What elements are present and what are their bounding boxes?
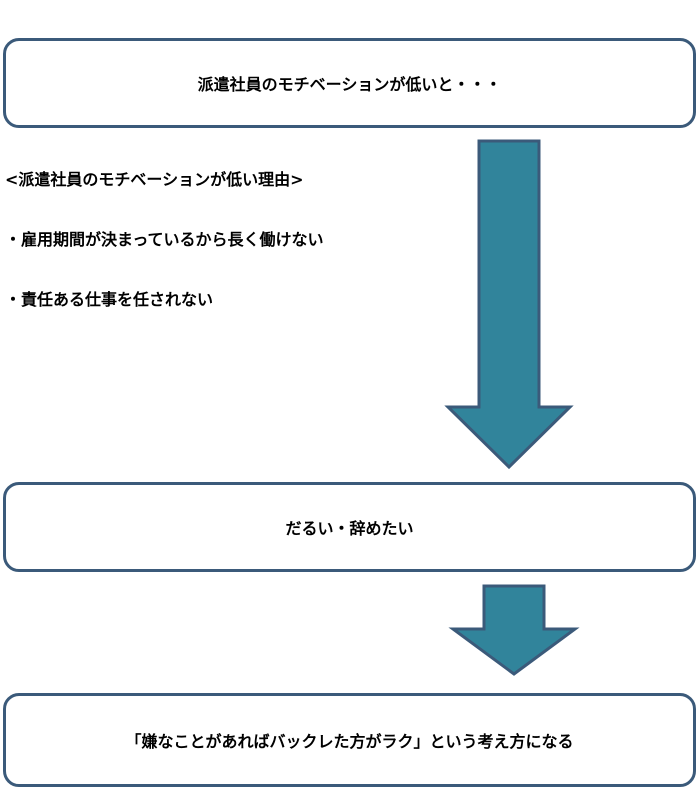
reason-item-2: ・責任ある仕事を任されない (5, 290, 214, 309)
top-box: 派遣社員のモチベーションが低いと・・・ (3, 38, 696, 128)
bottom-box: 「嫌なことがあればバックレた方がラク」という考え方になる (3, 693, 696, 787)
middle-box-text: だるい・辞めたい (285, 519, 414, 538)
down-arrow-large (444, 139, 574, 470)
middle-box: だるい・辞めたい (3, 482, 696, 572)
reasons-title: <派遣社員のモチベーションが低い理由> (5, 170, 304, 189)
down-arrow-large-shape (444, 139, 574, 470)
top-box-text: 派遣社員のモチベーションが低いと・・・ (197, 75, 502, 94)
down-arrow-small-shape (448, 584, 580, 676)
bottom-box-text: 「嫌なことがあればバックレた方がラク」という考え方になる (125, 732, 574, 751)
reason-item-1: ・雇用期間が決まっているから長く働けない (5, 230, 324, 249)
down-arrow-small (448, 584, 580, 676)
